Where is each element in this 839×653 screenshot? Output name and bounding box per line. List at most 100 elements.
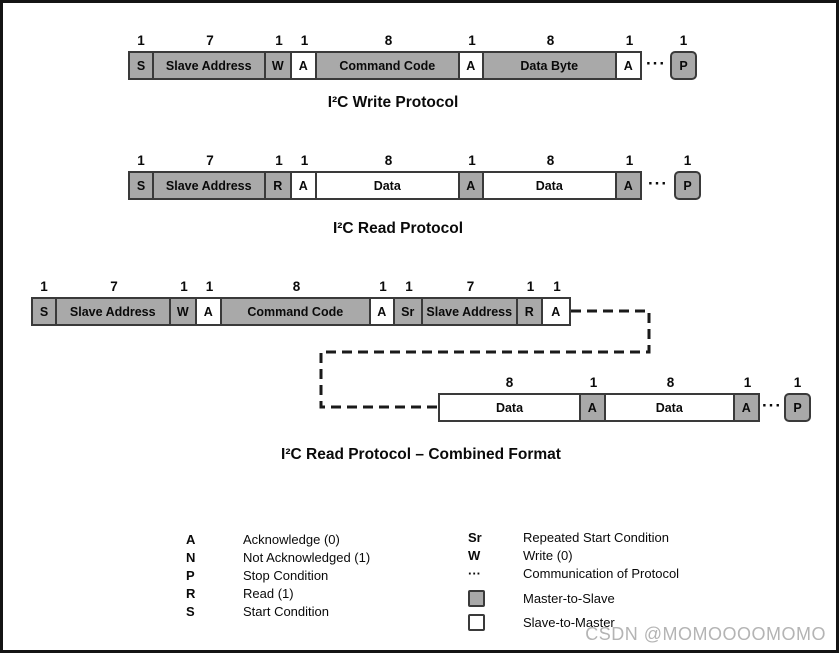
legend-key: Sr (468, 529, 482, 545)
legend-key: S (186, 603, 195, 619)
field-box: P (670, 51, 697, 80)
field-box: R (515, 297, 543, 326)
legend-item-acknowledge-0: A Acknowledge (0) (186, 530, 370, 548)
bit-count-label: 1 (275, 33, 283, 48)
bit-count-label: 8 (546, 153, 555, 168)
field-box: Command Code (219, 297, 371, 326)
field-box: Sr (392, 297, 423, 326)
slave-to-master-swatch-icon (468, 613, 485, 631)
bit-count-label: 7 (466, 279, 475, 294)
field-box: Slave Address (151, 171, 266, 200)
bit-count-label: 1 (300, 153, 309, 168)
field-box: A (368, 297, 395, 326)
bit-count-label: 1 (137, 33, 145, 48)
legend-key: A (186, 531, 196, 547)
legend-key: W (468, 547, 481, 563)
ellipsis-dots: ··· (648, 173, 668, 193)
legend-description: Slave-to-Master (523, 614, 615, 630)
field-box: P (784, 393, 811, 422)
field-box: S (128, 51, 154, 80)
bit-count-label: 8 (384, 33, 393, 48)
legend-description: Not Acknowledged (1) (243, 549, 371, 565)
bit-count-label: 1 (40, 279, 48, 294)
bit-count-label: 8 (292, 279, 301, 294)
bit-count-label: 7 (206, 153, 214, 168)
field-box: A (578, 393, 606, 422)
field-box: R (263, 171, 292, 200)
field-box: W (263, 51, 292, 80)
read-protocol-title: I²C Read Protocol (332, 220, 464, 237)
field-box: Data Byte (481, 51, 617, 80)
ellipsis-icon: ··· (642, 153, 674, 200)
field-box: A (289, 51, 317, 80)
field-box: Slave Address (151, 51, 266, 80)
field-box: Slave Address (54, 297, 171, 326)
legend-item-master-to-slave: Master-to-Slave (468, 586, 679, 610)
field-box: A (540, 297, 571, 326)
bit-count-label: 1 (683, 153, 692, 168)
legend-item-communication-of-protocol: ···Communication of Protocol (468, 564, 679, 582)
field-box: Data (481, 171, 617, 200)
bit-count-label: 1 (405, 279, 413, 294)
combined-format-title: I²C Read Protocol – Combined Format (281, 446, 561, 463)
bit-count-label: 8 (546, 33, 555, 48)
bit-count-label: 1 (137, 153, 145, 168)
bit-count-label: 1 (743, 375, 752, 390)
field-box: A (614, 171, 642, 200)
legend-description: Acknowledge (0) (243, 531, 340, 547)
field-box: A (614, 51, 642, 80)
legend-item-stop-condition: P Stop Condition (186, 566, 370, 584)
legend-key: P (186, 567, 195, 583)
bit-count-label: 1 (526, 279, 535, 294)
write-protocol-title: I²C Write Protocol (327, 94, 459, 111)
bit-count-label: 7 (110, 279, 118, 294)
field-box: P (674, 171, 701, 200)
master-to-slave-swatch-icon (468, 589, 485, 607)
legend-description: Repeated Start Condition (523, 529, 669, 545)
field-box: Slave Address (420, 297, 518, 326)
csdn-watermark: CSDN @MOMOOOOMOMO (585, 624, 826, 644)
bit-count-label: 1 (468, 33, 476, 48)
bit-count-label: 8 (384, 153, 393, 168)
bit-count-label (760, 375, 784, 393)
legend-description: Stop Condition (243, 567, 329, 583)
bit-count-label: 1 (625, 153, 634, 168)
field-box: Command Code (314, 51, 460, 80)
legend-description: Start Condition (243, 603, 329, 619)
legend-item-repeated-start-condition: Sr Repeated Start Condition (468, 528, 679, 546)
bit-count-label: 1 (205, 279, 214, 294)
bit-count-label: 8 (505, 375, 514, 390)
field-box: S (31, 297, 57, 326)
field-box: Data (438, 393, 581, 422)
bit-count-label: 1 (589, 375, 598, 390)
legend-item-slave-to-master: Slave-to-Master (468, 610, 679, 634)
